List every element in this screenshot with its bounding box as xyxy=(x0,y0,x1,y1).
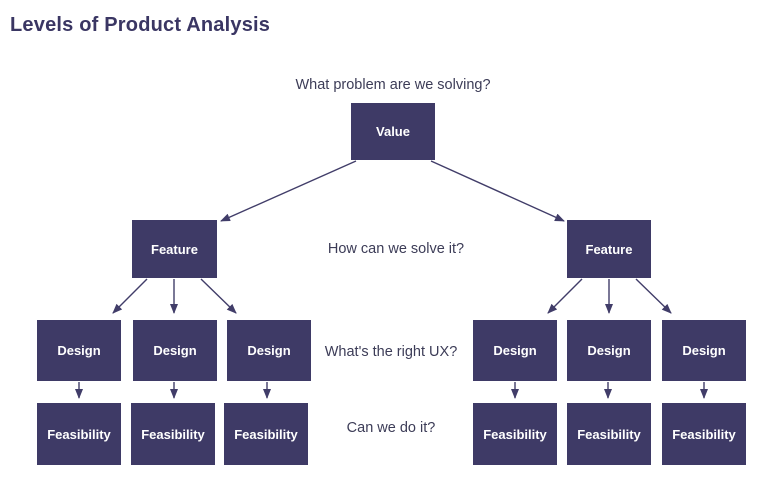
node-feasibility-left-2: Feasibility xyxy=(131,403,215,465)
node-design-right-1: Design xyxy=(473,320,557,381)
question-value: What problem are we solving? xyxy=(295,77,491,93)
question-feasibility: Can we do it? xyxy=(346,420,436,436)
arrow-featureL-to-design1 xyxy=(112,278,148,314)
node-feasibility-left-1: Feasibility xyxy=(37,403,121,465)
node-design-left-1: Design xyxy=(37,320,121,381)
page-title: Levels of Product Analysis xyxy=(10,14,271,36)
node-feature-left: Feature xyxy=(132,220,217,278)
arrow-featureL-to-design3 xyxy=(200,278,237,314)
question-design: What's the right UX? xyxy=(324,344,458,360)
node-feasibility-right-2: Feasibility xyxy=(567,403,651,465)
node-feasibility-left-3: Feasibility xyxy=(224,403,308,465)
arrow-featureR-to-design3 xyxy=(635,278,672,314)
node-design-left-2: Design xyxy=(133,320,217,381)
node-feasibility-right-1: Feasibility xyxy=(473,403,557,465)
node-design-right-3: Design xyxy=(662,320,746,381)
question-feature: How can we solve it? xyxy=(327,241,465,257)
node-design-left-3: Design xyxy=(227,320,311,381)
node-feature-right: Feature xyxy=(567,220,651,278)
arrow-value-to-feature-left xyxy=(220,160,357,222)
node-value: Value xyxy=(351,103,435,160)
arrow-featureR-to-design1 xyxy=(547,278,583,314)
node-design-right-2: Design xyxy=(567,320,651,381)
node-feasibility-right-3: Feasibility xyxy=(662,403,746,465)
arrow-value-to-feature-right xyxy=(430,160,565,222)
